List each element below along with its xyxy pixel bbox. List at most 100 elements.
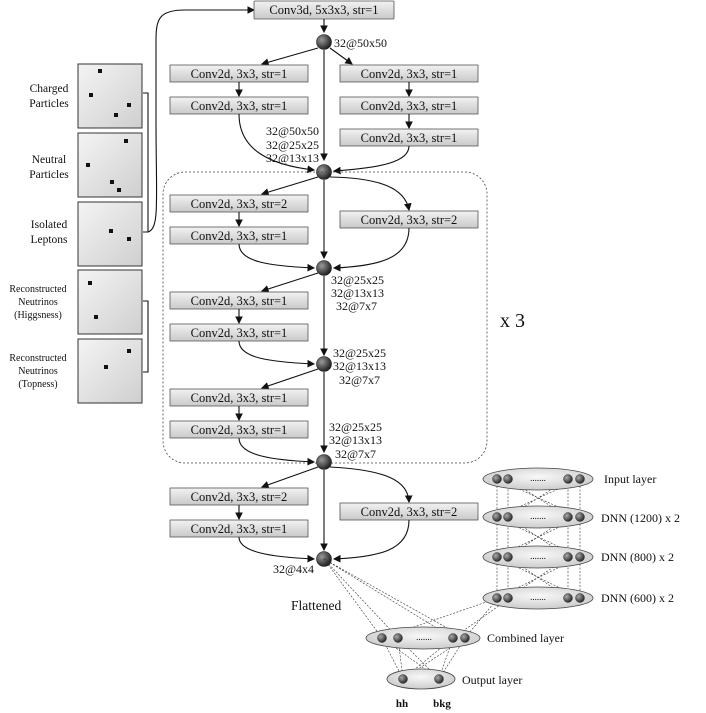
connection-line bbox=[323, 558, 383, 639]
neuron bbox=[460, 633, 470, 643]
hit-dot bbox=[114, 113, 118, 117]
connection-line bbox=[397, 637, 440, 680]
neuron bbox=[492, 593, 502, 603]
panel-label-line: Isolated bbox=[31, 219, 68, 231]
sum-node bbox=[316, 260, 332, 276]
arrow bbox=[329, 176, 412, 212]
arrow bbox=[332, 145, 410, 175]
neuron bbox=[492, 512, 502, 522]
arrow bbox=[238, 340, 316, 368]
conv-label: Conv2d, 3x3, str=2 bbox=[361, 505, 458, 519]
sum-node bbox=[316, 34, 332, 50]
arrow bbox=[260, 466, 319, 489]
connection-line bbox=[464, 597, 499, 639]
ellipsis: ....... bbox=[530, 551, 546, 561]
neuron bbox=[393, 633, 403, 643]
conv-label: Conv2d, 3x3, str=1 bbox=[361, 67, 458, 81]
panel-frame bbox=[77, 201, 143, 267]
conv-label: Conv2d, 3x3, str=1 bbox=[191, 326, 288, 340]
conv-block: Conv2d, 3x3, str=2 bbox=[339, 502, 479, 521]
neuron bbox=[563, 552, 573, 562]
conv-block: Conv2d, 3x3, str=1 bbox=[339, 64, 479, 83]
shape-label: 32@50x50 bbox=[334, 36, 387, 50]
neuron bbox=[503, 552, 513, 562]
conv-label: Conv2d, 3x3, str=2 bbox=[361, 213, 458, 227]
panel-frame bbox=[77, 269, 143, 335]
connection-line bbox=[323, 558, 399, 639]
shape-label: 32@7x7 bbox=[336, 299, 377, 313]
shape-label: 32@13x13 bbox=[333, 359, 386, 373]
hit-dot bbox=[127, 103, 131, 107]
arrow bbox=[238, 113, 316, 174]
conv-block: Conv2d, 3x3, str=1 bbox=[169, 388, 309, 407]
arrow bbox=[260, 272, 319, 293]
panel-label-line: Neutrinos bbox=[18, 366, 58, 377]
output-layer bbox=[386, 668, 456, 690]
neuron bbox=[575, 474, 585, 484]
conv-block: Conv2d, 3x3, str=1 bbox=[169, 519, 309, 538]
shape-label: 32@13x13 bbox=[266, 151, 319, 165]
conv-label: Conv2d, 3x3, str=1 bbox=[191, 391, 288, 405]
ellipsis: ....... bbox=[530, 592, 546, 602]
ellipsis: ....... bbox=[530, 511, 546, 521]
shape-label: 32@25x25 bbox=[331, 273, 384, 287]
input-panels: Charged Particles Neutral Particles Isol… bbox=[9, 6, 256, 404]
hit-dot bbox=[98, 69, 102, 73]
panel-label-line: Particles bbox=[29, 169, 69, 181]
conv-block: Conv2d, 3x3, str=2 bbox=[169, 194, 309, 213]
hit-dot bbox=[117, 188, 121, 192]
hit-dot bbox=[124, 139, 128, 143]
hit-dot bbox=[94, 315, 98, 319]
hit-dot bbox=[88, 281, 92, 285]
arrow bbox=[332, 519, 410, 563]
output-label-hh: hh bbox=[396, 698, 408, 710]
panel-neutral-particles: Neutral Particles bbox=[29, 132, 143, 198]
conv-block: Conv2d, 3x3, str=1 bbox=[169, 323, 309, 342]
connection-line bbox=[323, 558, 466, 639]
arrow bbox=[260, 47, 319, 66]
panel-label-line: Charged bbox=[30, 83, 69, 95]
conv-label: Conv2d, 3x3, str=1 bbox=[361, 99, 458, 113]
neuron bbox=[575, 593, 585, 603]
connection-line bbox=[496, 556, 581, 599]
conv-label: Conv2d, 3x3, str=1 bbox=[191, 67, 288, 81]
shape-label: 32@25x25 bbox=[266, 138, 319, 152]
arrow bbox=[260, 368, 319, 390]
neuron bbox=[492, 552, 502, 562]
combined-layer-label: Combined layer bbox=[487, 631, 564, 645]
neuron bbox=[377, 633, 387, 643]
arrow bbox=[332, 227, 410, 272]
conv-label: Conv2d, 3x3, str=1 bbox=[191, 423, 288, 437]
arrow bbox=[238, 437, 316, 466]
neuron bbox=[492, 474, 502, 484]
shape-label: 32@13x13 bbox=[329, 433, 382, 447]
panel-group-bracket bbox=[143, 92, 149, 233]
hit-dot bbox=[127, 237, 131, 241]
panel-frame bbox=[77, 338, 143, 404]
ellipsis: ....... bbox=[416, 632, 432, 642]
panel-label-line: Particles bbox=[29, 98, 69, 110]
panel-label-line: (Topness) bbox=[18, 379, 57, 390]
conv3d-label: Conv3d, 5x3x3, str=1 bbox=[269, 3, 378, 17]
hit-dot bbox=[110, 180, 114, 184]
panel-group-bracket bbox=[143, 300, 149, 373]
sum-node bbox=[316, 356, 332, 372]
dnn-600-label: DNN (600) x 2 bbox=[601, 591, 674, 605]
connection-line bbox=[496, 516, 581, 558]
conv-block: Conv2d, 3x3, str=1 bbox=[169, 226, 309, 245]
conv-block: Conv2d, 3x3, str=1 bbox=[169, 291, 309, 310]
neuron bbox=[563, 512, 573, 522]
neuron bbox=[503, 593, 513, 603]
panel-neutrinos-topness: Reconstructed Neutrinos (Topness) bbox=[9, 338, 143, 404]
ellipsis: ....... bbox=[530, 473, 546, 483]
panel-label-line: (Higgsness) bbox=[14, 310, 62, 321]
neuron bbox=[503, 474, 513, 484]
conv-label: Conv2d, 3x3, str=1 bbox=[191, 522, 288, 536]
combined-layer: ....... bbox=[365, 626, 481, 650]
dnn-layer-1200: ....... bbox=[482, 505, 594, 529]
output-label-bkg: bkg bbox=[433, 698, 451, 710]
neuron bbox=[575, 552, 585, 562]
panel-label-line: Neutrinos bbox=[18, 297, 58, 308]
dnn-layer-600: ....... bbox=[482, 586, 594, 610]
